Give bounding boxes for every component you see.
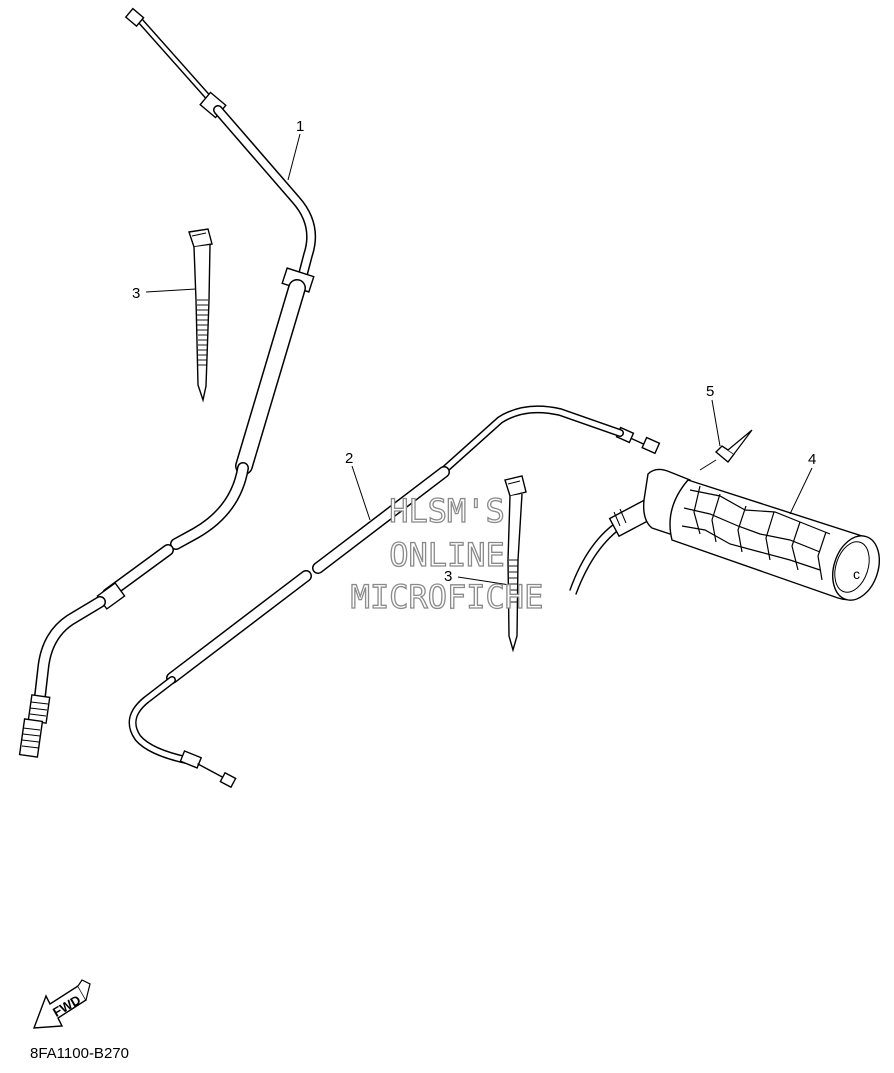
callout-5: 5 [706, 383, 714, 400]
callout-2: 2 [345, 450, 353, 467]
svg-text:c: c [853, 566, 860, 582]
diagram-code: 8FA1100-B270 [30, 1045, 129, 1062]
cable-tie-center [457, 475, 527, 653]
watermark-line-2: ONLINE [389, 536, 505, 574]
watermark-line-1: HLSM'S [389, 492, 505, 530]
fwd-arrow-icon: FWD [32, 979, 91, 1029]
callout-3-left: 3 [132, 285, 140, 302]
callout-1: 1 [296, 118, 304, 135]
cable-tie-left [145, 228, 213, 403]
callout-3-center: 3 [444, 568, 452, 585]
callout-4: 4 [808, 451, 816, 468]
cable-2 [128, 405, 661, 789]
watermark-line-3: MICROFICHE [351, 578, 544, 616]
watermark: HLSM'S ONLINE MICROFICHE [350, 491, 544, 616]
throttle-grip: c [569, 467, 880, 601]
pin-5 [699, 399, 753, 471]
cable-1 [18, 7, 316, 758]
